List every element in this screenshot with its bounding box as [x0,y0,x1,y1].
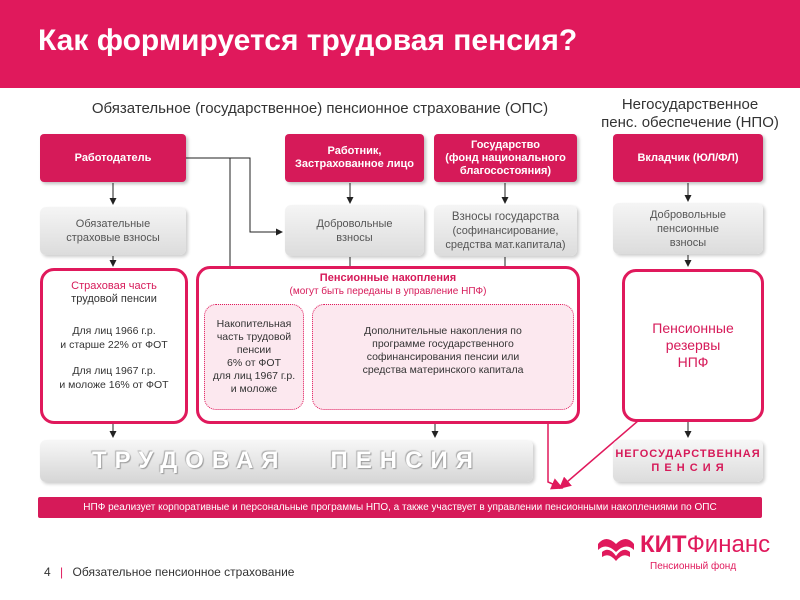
insurance-part-title: Страховая часть трудовой пенсии [71,280,157,305]
header-bar [0,0,800,88]
pension-savings-title: Пенсионные накопления (могут быть переда… [289,272,487,297]
page-number: 4 [44,565,51,579]
footer-text: Обязательное пенсионное страхование [72,565,295,579]
npf-reserves-box: Пенсионные резервы НПФ [622,269,764,422]
footer: 4 | Обязательное пенсионное страхование [44,565,295,579]
labor-pension-box: ТРУДОВАЯ ПЕНСИЯ [40,440,533,482]
insurance-part-rates: Для лиц 1966 г.р. и старше 22% от ФОТ Дл… [59,325,169,391]
insurance-part-box [40,268,188,424]
kit-finance-logo-icon [596,530,636,564]
employer-box: Работодатель [40,134,186,182]
state-contributions-box: Взносы государства(софинансирование,сред… [434,205,577,256]
logo-brand: КИТФинанс [640,531,771,558]
ops-section-title: Обязательное (государственное) пенсионно… [91,100,549,117]
depositor-box: Вкладчик (ЮЛ/ФЛ) [613,134,763,182]
worker-box: Работник,Застрахованное лицо [285,134,424,182]
page-title: Как формируется трудовая пенсия? [38,24,578,57]
logo-subtitle: Пенсионный фонд [650,561,737,572]
npo-section-title: Негосударственное пенс. обеспечение (НПО… [601,96,779,131]
npf-info-banner: НПФ реализует корпоративные и персональн… [38,497,762,518]
extra-savings-box: Дополнительные накопления по программе г… [312,304,574,410]
funded-part-box: Накопительная часть трудовой пенсии 6% о… [204,304,304,410]
